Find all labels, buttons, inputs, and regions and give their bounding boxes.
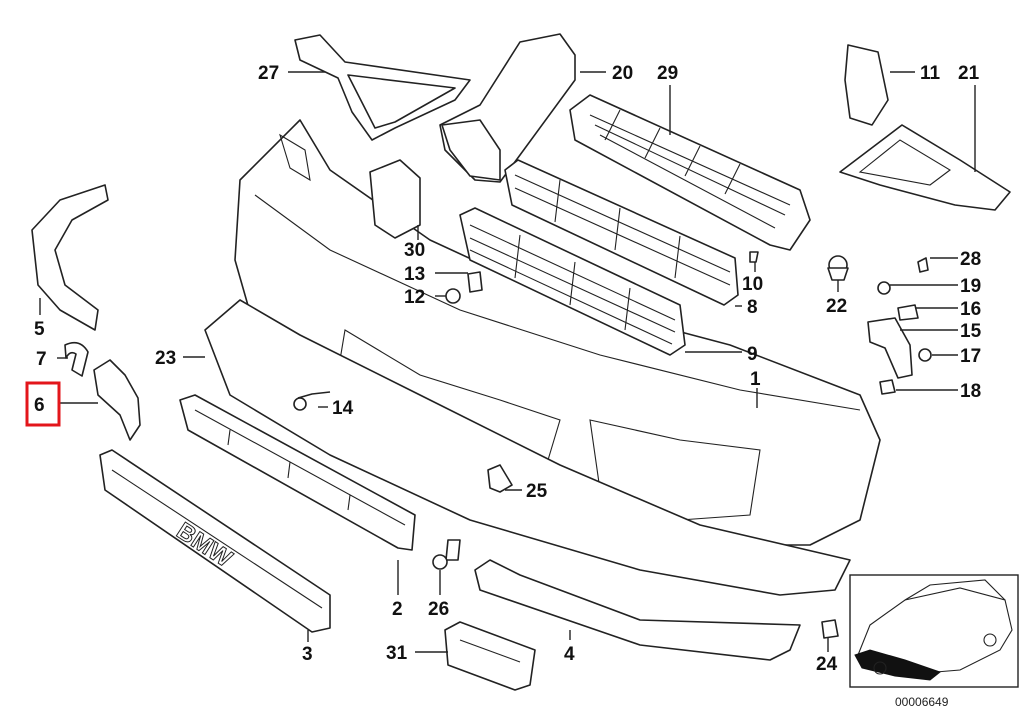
part-9-center-grille: [459, 207, 686, 356]
label-19: 19: [960, 276, 981, 297]
label-22: 22: [826, 296, 847, 317]
label-24: 24: [816, 654, 838, 675]
part-14-screw: [297, 391, 331, 399]
leader-lines: [39, 71, 976, 653]
part-26-bolt: [445, 539, 461, 561]
part-19-screw: [877, 281, 891, 295]
part-18-nut: [879, 379, 896, 395]
part-6-bracket: [93, 359, 141, 441]
label-2: 2: [392, 599, 403, 620]
part-2-impact-absorber: [179, 394, 416, 551]
label-8: 8: [747, 297, 758, 318]
highlight-box: [25, 381, 61, 427]
part-10-nut: [749, 251, 759, 263]
label-13: 13: [404, 264, 425, 285]
part-8-upper-grille: [504, 159, 739, 306]
label-14: 14: [332, 398, 354, 419]
part-13-clip: [467, 271, 483, 293]
label-29: 29: [657, 63, 678, 84]
part-17-screw: [918, 348, 932, 362]
label-11: 11: [920, 63, 941, 84]
label-27: 27: [258, 63, 279, 84]
label-25: 25: [526, 481, 548, 502]
part-23-spoiler-lip: [204, 299, 851, 596]
label-21: 21: [958, 63, 980, 84]
part-27-bracket: [294, 34, 471, 141]
label-23: 23: [155, 348, 176, 369]
part-15-bracket: [867, 317, 913, 379]
part-5-trim-strip: [31, 184, 109, 331]
label-30: 30: [404, 240, 425, 261]
label-28: 28: [960, 249, 981, 270]
part-30-bracket: [369, 159, 421, 239]
label-1: 1: [750, 369, 761, 390]
part-4-lower-lip: [474, 559, 801, 661]
part-29-mesh-grille: [569, 94, 811, 251]
part-12-grommet: [445, 288, 461, 304]
label-6: 6: [34, 395, 45, 416]
label-5: 5: [34, 319, 45, 340]
label-16: 16: [960, 299, 981, 320]
label-20: 20: [612, 63, 633, 84]
label-26: 26: [428, 599, 449, 620]
label-7: 7: [36, 349, 47, 370]
label-3: 3: [302, 644, 313, 665]
part-28-screw: [917, 257, 929, 273]
label-18: 18: [960, 381, 981, 402]
part-7-clip: [64, 341, 89, 377]
fasteners: [293, 251, 932, 639]
part-21-side-bracket: [839, 124, 1011, 211]
part-25-clip: [487, 464, 513, 493]
part-11-side-trim: [844, 44, 889, 126]
part-31-cover: [444, 621, 536, 691]
label-10: 10: [742, 274, 763, 295]
label-12: 12: [404, 287, 425, 308]
label-9: 9: [747, 344, 758, 365]
label-31: 31: [386, 643, 408, 664]
part-16-nut: [897, 304, 919, 321]
part-20-air-duct: [439, 33, 576, 183]
reference-id: 00006649: [895, 695, 949, 709]
callout-labels: 27 20 29 11 21 30 13 12 10 8 9 1 22 28 1…: [34, 63, 982, 675]
label-15: 15: [960, 321, 982, 342]
label-4: 4: [564, 644, 575, 665]
part-24-clip: [821, 619, 839, 639]
label-17: 17: [960, 346, 981, 367]
car-inset: [849, 574, 1019, 688]
